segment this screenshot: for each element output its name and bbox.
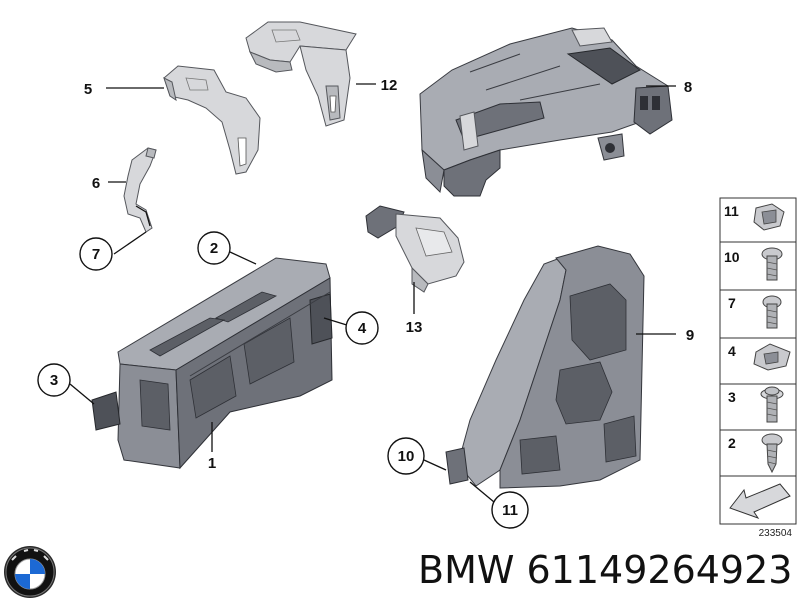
callout-circle-4: 4 — [345, 311, 379, 345]
leader-lines — [69, 83, 676, 503]
sensor-13 — [365, 205, 465, 293]
callout-circle-11: 11 — [491, 491, 529, 529]
legend-label-4: 4 — [728, 343, 736, 359]
bracket-5 — [163, 65, 261, 175]
svg-text:11: 11 — [502, 502, 518, 519]
bmw-roundel-logo — [4, 546, 56, 598]
module-8 — [419, 27, 673, 197]
spring-nut-icon — [753, 343, 791, 371]
screw-icon — [762, 295, 782, 329]
callout-circle-7: 7 — [79, 237, 113, 271]
bracket-12 — [245, 21, 357, 127]
drawing-number: 233504 — [759, 528, 793, 539]
svg-text:2: 2 — [210, 240, 218, 257]
clip-nut-icon — [753, 203, 785, 231]
callout-13: 13 — [406, 319, 423, 336]
legend-label-7: 7 — [728, 295, 736, 311]
callout-12: 12 — [381, 77, 398, 94]
callout-9: 9 — [686, 327, 694, 344]
legend-label-10: 10 — [724, 249, 740, 265]
legend-label-2: 2 — [728, 435, 736, 451]
svg-text:10: 10 — [398, 448, 415, 465]
legend-label-3: 3 — [728, 389, 736, 405]
callout-1: 1 — [208, 455, 216, 472]
callout-8: 8 — [684, 79, 692, 96]
module-9 — [445, 245, 645, 489]
self-tapping-screw-icon — [761, 433, 783, 474]
control-unit-1 — [91, 257, 333, 470]
svg-text:4: 4 — [358, 320, 367, 337]
svg-text:7: 7 — [92, 246, 100, 263]
callout-5: 5 — [84, 81, 92, 98]
callout-6: 6 — [92, 175, 100, 192]
legend-label-11: 11 — [724, 203, 739, 219]
callout-circle-3: 3 — [37, 363, 71, 397]
svg-text:3: 3 — [50, 372, 58, 389]
callout-circle-10: 10 — [387, 437, 425, 475]
part-number-caption: BMW 61149264923 — [418, 548, 793, 592]
callout-circle-2: 2 — [197, 231, 231, 265]
strap-6 — [123, 147, 157, 233]
direction-arrow-icon — [729, 483, 791, 519]
hex-bolt-icon — [761, 247, 783, 281]
washer-screw-icon — [760, 386, 784, 423]
callout-labels: 5 12 8 6 1 13 9 7 2 4 3 10 11 — [37, 77, 694, 529]
fastener-legend: 11 10 7 4 3 2 — [719, 197, 797, 539]
